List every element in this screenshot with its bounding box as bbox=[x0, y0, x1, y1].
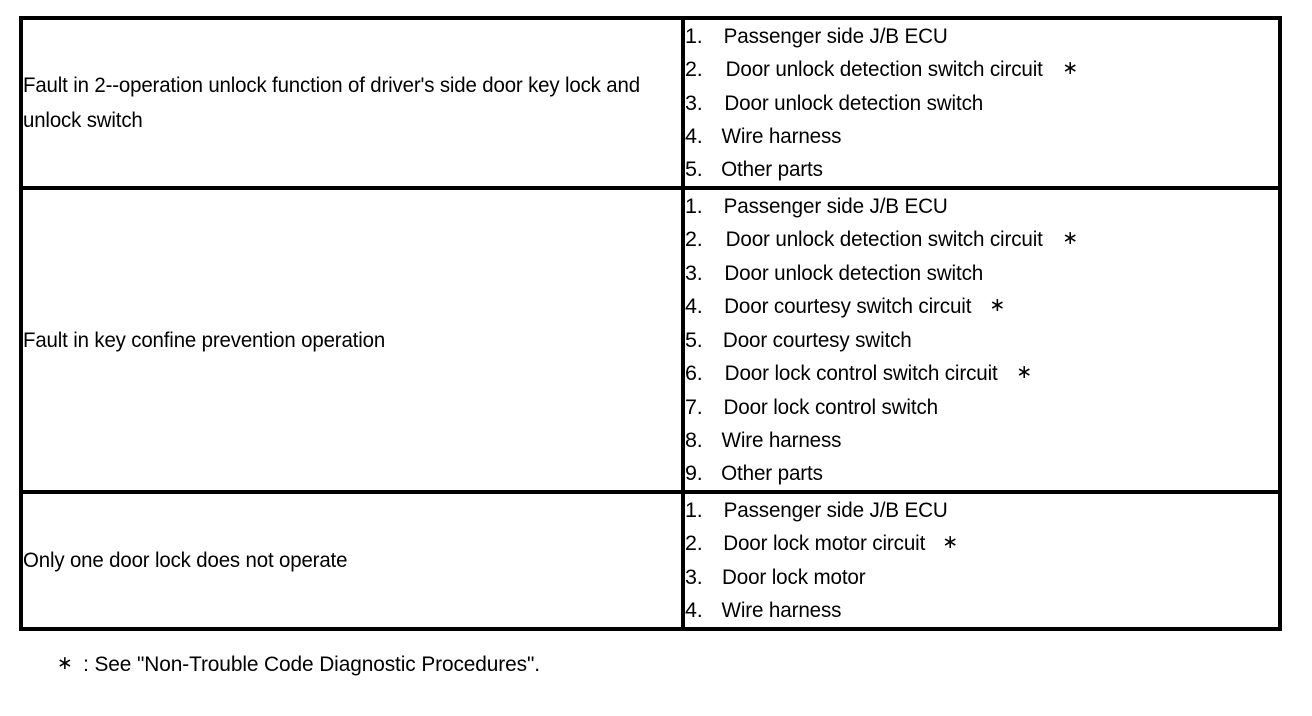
list-item-number: 4. bbox=[685, 294, 703, 318]
symptom-text: Fault in 2--operation unlock function of… bbox=[23, 73, 640, 132]
list-item-label: Door unlock detection switch circuit bbox=[725, 57, 1043, 81]
footnote-text: : See "Non-Trouble Code Diagnostic Proce… bbox=[82, 652, 540, 676]
list-item: 5. Other parts bbox=[685, 153, 1278, 186]
list-item-number: 8. bbox=[685, 428, 703, 452]
list-item: 1. Passenger side J/B ECU bbox=[685, 20, 1278, 53]
list-item-number: 1. bbox=[685, 498, 703, 522]
list-item-number: 4. bbox=[685, 598, 703, 622]
list-item-label: Door unlock detection switch circuit bbox=[725, 227, 1043, 251]
list-item-number: 3. bbox=[685, 261, 703, 285]
asterisk-icon: ∗ bbox=[989, 295, 1006, 316]
list-item: 2. Door lock motor circuit ∗ bbox=[685, 527, 1278, 561]
list-item-label: Other parts bbox=[721, 157, 823, 181]
list-item-label: Door unlock detection switch bbox=[724, 91, 984, 115]
circuit-list: 1. Passenger side J/B ECU 2. Door unlock de… bbox=[685, 190, 1278, 490]
fault-symptom-table: Fault in 2--operation unlock function of… bbox=[19, 16, 1282, 631]
list-item: 6. Door lock control switch circuit ∗ bbox=[685, 357, 1278, 391]
list-item: 1. Passenger side J/B ECU bbox=[685, 190, 1278, 223]
asterisk-icon: ∗ bbox=[57, 653, 73, 674]
list-item: 3. Door unlock detection switch bbox=[685, 257, 1278, 290]
asterisk-icon: ∗ bbox=[1062, 58, 1079, 79]
list-item-number: 5. bbox=[685, 328, 703, 352]
list-item: 1. Passenger side J/B ECU bbox=[685, 494, 1278, 527]
table-row: Fault in 2--operation unlock function of… bbox=[19, 16, 1282, 190]
symptom-cell: Only one door lock does not operate bbox=[19, 490, 685, 631]
circuit-list: 1. Passenger side J/B ECU 2. Door unlock de… bbox=[685, 20, 1278, 186]
symptom-cell: Fault in 2--operation unlock function of… bbox=[19, 16, 685, 190]
list-item: 7. Door lock control switch bbox=[685, 391, 1278, 424]
list-item-label: Other parts bbox=[721, 461, 823, 485]
list-item-label: Passenger side J/B ECU bbox=[723, 194, 948, 218]
list-item-number: 7. bbox=[685, 395, 703, 419]
list-item-number: 5. bbox=[685, 157, 703, 181]
list-item: 8. Wire harness bbox=[685, 424, 1278, 457]
list-item-label: Wire harness bbox=[721, 124, 842, 148]
list-item-label: Door courtesy switch bbox=[722, 328, 912, 352]
list-item-number: 3. bbox=[685, 91, 703, 115]
list-item: 5. Door courtesy switch bbox=[685, 324, 1278, 357]
list-item-label: Door lock control switch bbox=[723, 395, 938, 419]
list-item-label: Passenger side J/B ECU bbox=[723, 24, 948, 48]
list-item: 2. Door unlock detection switch circuit ∗ bbox=[685, 53, 1278, 87]
list-item-label: Passenger side J/B ECU bbox=[723, 498, 948, 522]
list-item-label: Door lock motor circuit bbox=[723, 531, 926, 555]
list-item-number: 2. bbox=[685, 531, 703, 555]
list-item: 4. Wire harness bbox=[685, 120, 1278, 153]
list-item-number: 2. bbox=[685, 227, 703, 251]
list-item: 4. Wire harness bbox=[685, 594, 1278, 627]
list-item-label: Door lock motor bbox=[721, 565, 866, 589]
list-item-label: Door lock control switch circuit bbox=[724, 361, 998, 385]
list-item-number: 6. bbox=[685, 361, 703, 385]
footnote: ∗ : See "Non-Trouble Code Diagnostic Pro… bbox=[57, 650, 547, 680]
list-item-number: 2. bbox=[685, 57, 703, 81]
circuit-cell: 1. Passenger side J/B ECU 2. Door unlock de… bbox=[681, 16, 1282, 190]
symptom-text: Fault in key confine prevention operatio… bbox=[23, 327, 386, 352]
list-item-number: 3. bbox=[685, 565, 703, 589]
list-item: 3. Door lock motor bbox=[685, 561, 1278, 594]
symptom-text: Only one door lock does not operate bbox=[23, 548, 348, 572]
list-item-label: Door courtesy switch circuit bbox=[724, 294, 972, 318]
circuit-list: 1. Passenger side J/B ECU 2. Door lock moto… bbox=[685, 494, 1278, 627]
table-row: Fault in key confine prevention operatio… bbox=[19, 186, 1282, 494]
list-item: 2. Door unlock detection switch circuit ∗ bbox=[685, 223, 1278, 257]
list-item-label: Door unlock detection switch bbox=[724, 261, 984, 285]
circuit-cell: 1. Passenger side J/B ECU 2. Door unlock de… bbox=[681, 186, 1282, 494]
list-item-number: 1. bbox=[685, 194, 703, 218]
list-item-label: Wire harness bbox=[721, 598, 842, 622]
list-item-number: 9. bbox=[685, 461, 703, 485]
list-item-number: 1. bbox=[685, 24, 703, 48]
asterisk-icon: ∗ bbox=[942, 532, 959, 553]
asterisk-icon: ∗ bbox=[1016, 362, 1033, 383]
table-row: Only one door lock does not operate 1. Pas… bbox=[19, 490, 1282, 631]
list-item: 9. Other parts bbox=[685, 457, 1278, 490]
list-item: 4. Door courtesy switch circuit ∗ bbox=[685, 290, 1278, 324]
circuit-cell: 1. Passenger side J/B ECU 2. Door lock moto… bbox=[681, 490, 1282, 631]
asterisk-icon: ∗ bbox=[1062, 228, 1079, 249]
symptom-cell: Fault in key confine prevention operatio… bbox=[19, 186, 685, 494]
table-body: Fault in 2--operation unlock function of… bbox=[19, 16, 1282, 631]
list-item: 3. Door unlock detection switch bbox=[685, 87, 1278, 120]
list-item-number: 4. bbox=[685, 124, 703, 148]
list-item-label: Wire harness bbox=[721, 428, 842, 452]
